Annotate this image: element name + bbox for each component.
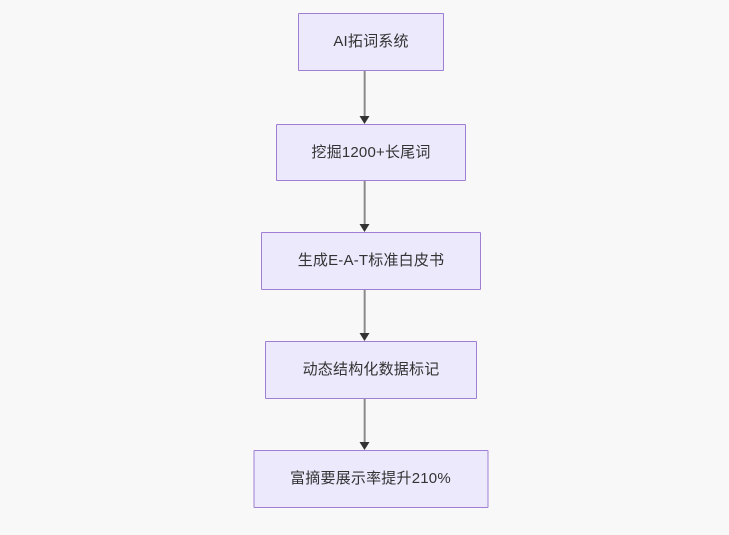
flow-node-label: 富摘要展示率提升210% xyxy=(290,470,451,487)
edge-line xyxy=(363,290,366,334)
flow-node-label: 挖掘1200+长尾词 xyxy=(311,143,431,161)
edge-line xyxy=(363,399,366,443)
arrowhead-down-icon xyxy=(359,224,370,232)
flow-edge-n3-n4 xyxy=(359,290,370,341)
flow-node-label: 动态结构化数据标记 xyxy=(302,361,440,378)
flow-node-generate-eat-whitepaper[interactable]: 生成E-A-T标准白皮书 xyxy=(261,232,481,290)
flow-node-ai-keyword-system[interactable]: AI拓词系统 xyxy=(298,13,444,71)
arrowhead-down-icon xyxy=(359,442,370,450)
flow-node-rich-snippet-impression-uplift[interactable]: 富摘要展示率提升210% xyxy=(253,450,488,508)
flow-node-mine-longtail-keywords[interactable]: 挖掘1200+长尾词 xyxy=(276,124,466,181)
flow-edge-n4-n5 xyxy=(359,399,370,450)
edge-line xyxy=(363,71,366,117)
flow-node-label: AI拓词系统 xyxy=(333,33,409,50)
edge-line xyxy=(363,181,366,225)
arrowhead-down-icon xyxy=(359,333,370,341)
flow-edge-n2-n3 xyxy=(359,181,370,232)
flow-node-dynamic-structured-data-markup[interactable]: 动态结构化数据标记 xyxy=(265,341,477,399)
flow-node-label: 生成E-A-T标准白皮书 xyxy=(297,252,445,269)
arrowhead-down-icon xyxy=(359,116,370,124)
flow-edge-n1-n2 xyxy=(359,71,370,124)
